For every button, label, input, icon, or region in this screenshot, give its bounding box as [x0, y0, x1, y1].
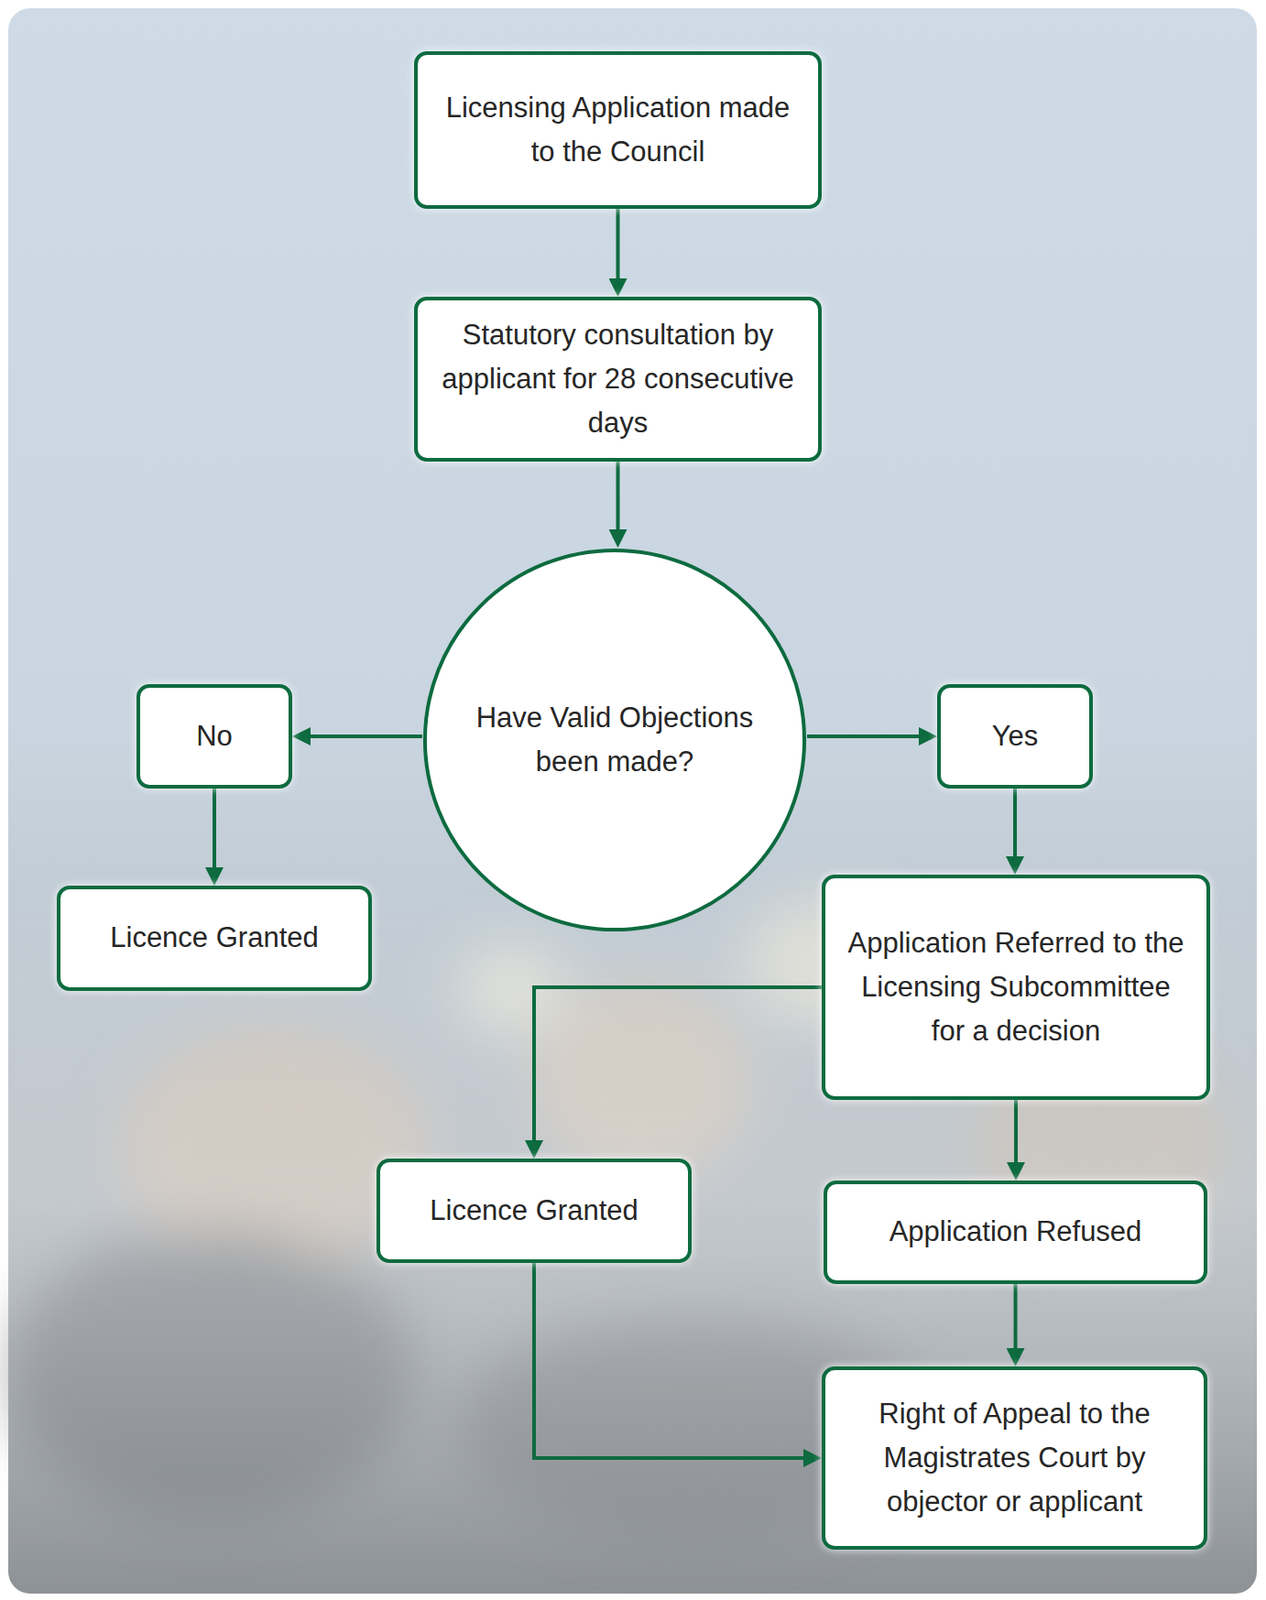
connector-arrow: [1013, 788, 1017, 866]
process-box: Statutory consultation by applicant for …: [414, 296, 822, 462]
connector-arrow: [1014, 1284, 1018, 1358]
process-box: Licence Granted: [56, 885, 372, 992]
process-box: Licence Granted: [376, 1158, 692, 1264]
node-label: No: [196, 714, 233, 759]
node-label: Right of Appeal to the Magistrates Court…: [841, 1392, 1188, 1525]
photo-haze: [8, 8, 1257, 1594]
process-box: Application Refused: [823, 1180, 1208, 1285]
panel-ground: [8, 8, 1257, 1594]
process-box: Application Referred to the Licensing Su…: [821, 874, 1211, 1101]
node-label: Licence Granted: [429, 1189, 638, 1234]
node-label: Yes: [992, 714, 1039, 759]
node-label: Have Valid Objections been made?: [458, 696, 771, 785]
process-box: Yes: [937, 684, 1093, 789]
decision-circle: Have Valid Objections been made?: [422, 547, 808, 933]
node-label: Licence Granted: [109, 916, 318, 961]
process-box: Right of Appeal to the Magistrates Court…: [821, 1366, 1208, 1550]
connector-arrow: [212, 788, 217, 877]
connector-arrow: [807, 734, 928, 739]
connector-arrow: [534, 1263, 813, 1459]
circle-shape: [425, 550, 805, 930]
circle-outline: [422, 547, 808, 933]
node-label: Statutory consultation by applicant for …: [434, 313, 802, 446]
connector-arrow: [1014, 1100, 1018, 1172]
node-label: Licensing Application made to the Counci…: [434, 86, 802, 175]
process-box: Licensing Application made to the Counci…: [414, 51, 822, 209]
connector-arrow: [301, 734, 423, 739]
connector-arrow: [616, 461, 621, 539]
connector-arrow: [616, 208, 621, 288]
node-label: Application Referred to the Licensing Su…: [841, 921, 1190, 1054]
process-box: No: [136, 684, 293, 789]
connector-arrow: [534, 987, 822, 1150]
node-label: Application Refused: [889, 1210, 1143, 1255]
